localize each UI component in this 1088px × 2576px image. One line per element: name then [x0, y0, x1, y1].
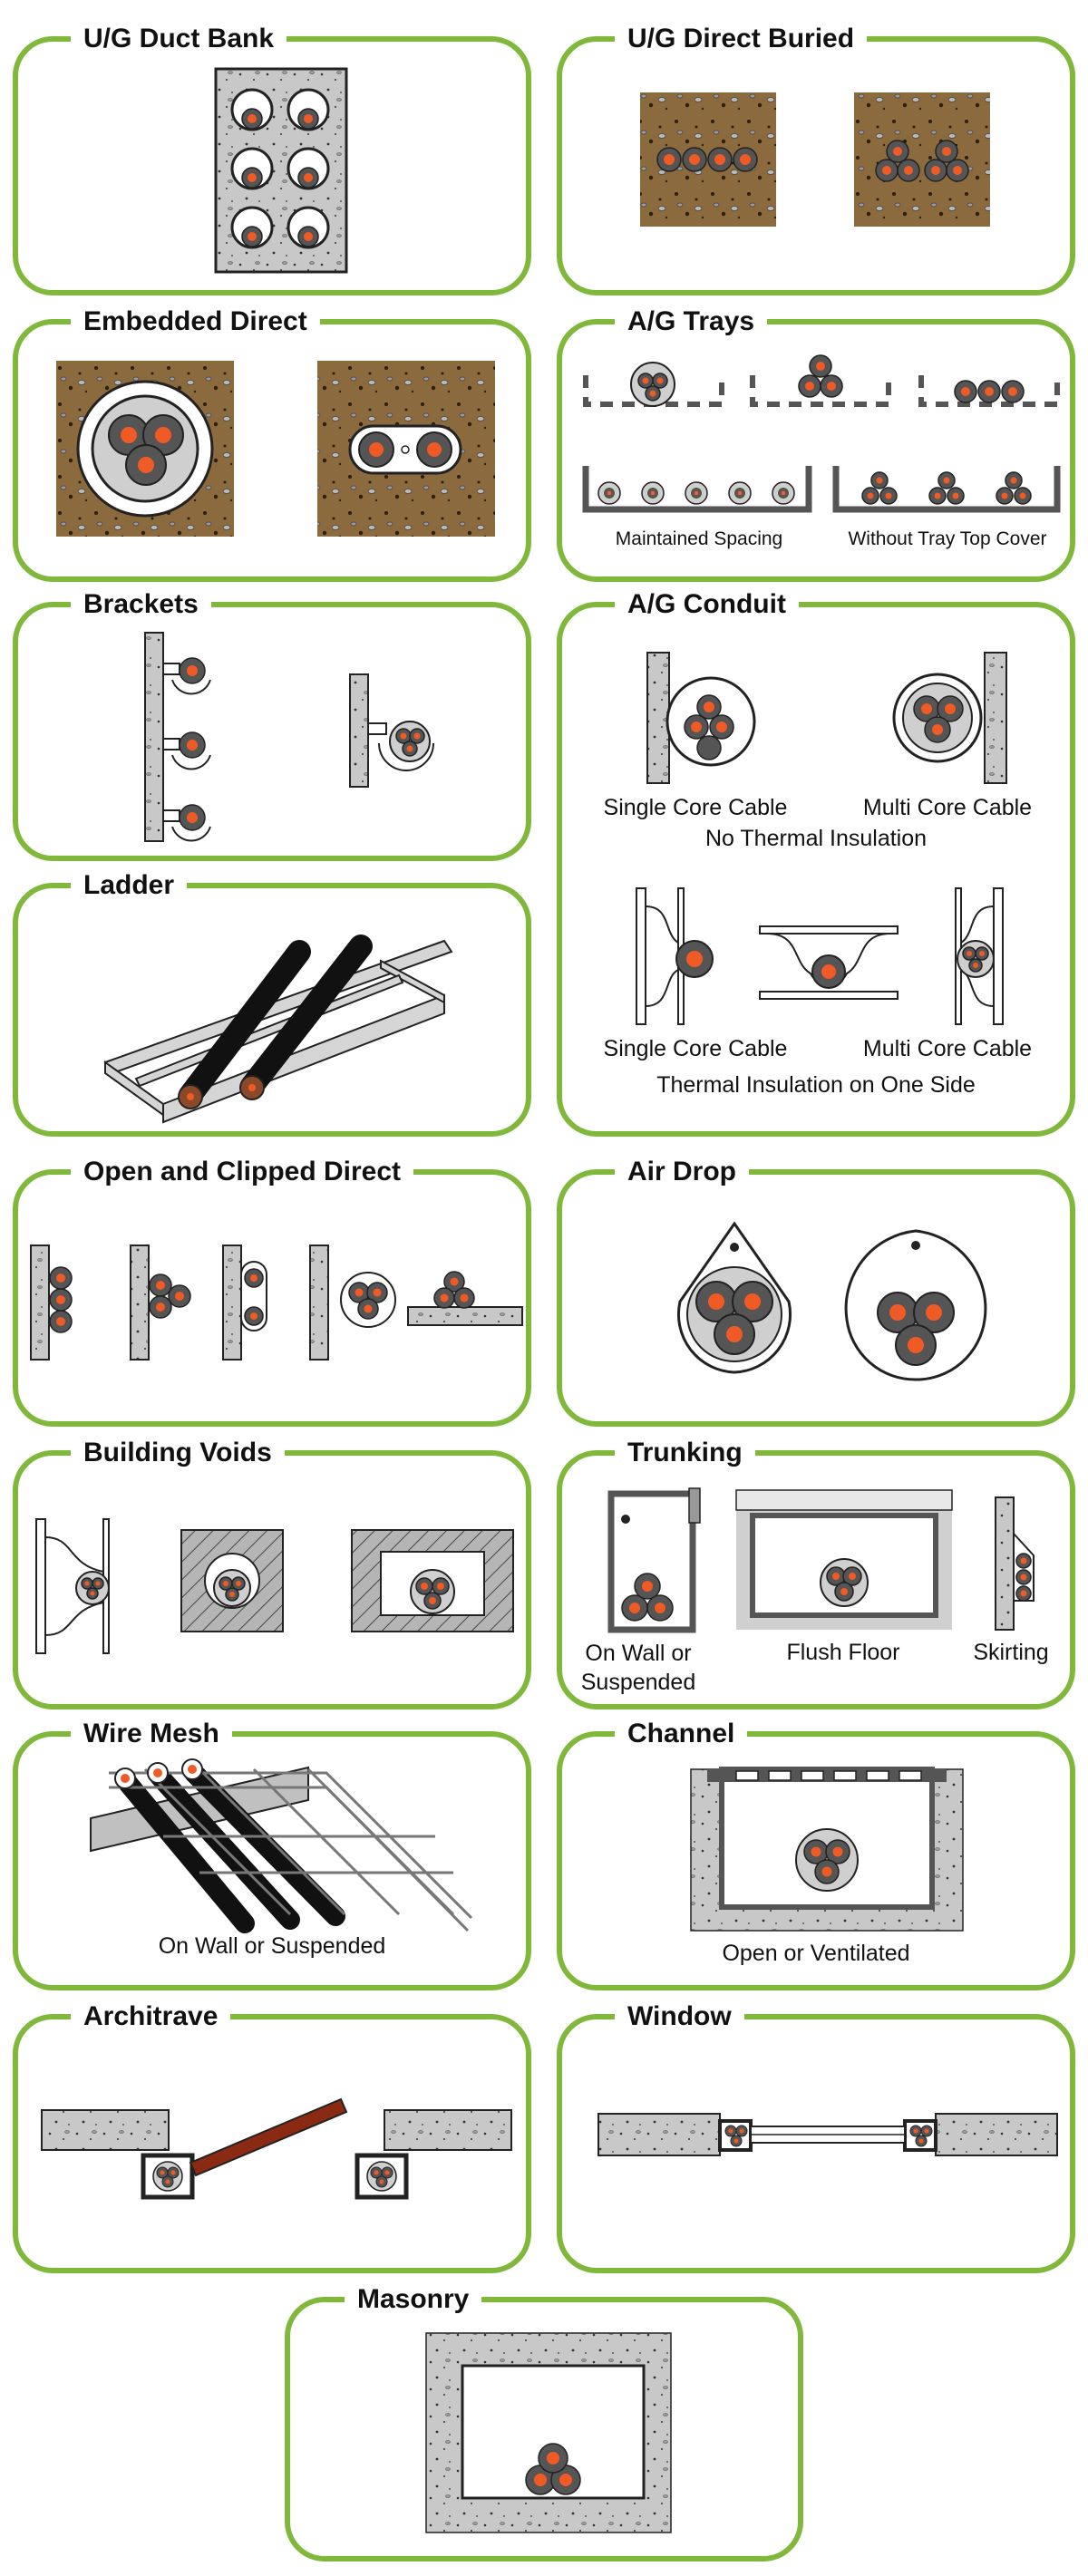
- label-without-tray-top-cover: Without Tray Top Cover: [848, 528, 1047, 549]
- label-multi-core-cable: Multi Core Cable: [862, 1036, 1033, 1061]
- embedded-direct-illustration: [56, 361, 495, 537]
- direct-buried-illustration: [640, 92, 990, 227]
- panel-ag-conduit: A/G Conduit Single Core Cable Multi Core…: [557, 588, 1075, 1137]
- label-on-wall-or-suspended: On Wall or Suspended: [158, 1933, 386, 1959]
- panel-title: U/G Duct Bank: [71, 23, 287, 55]
- panel-open-clipped-direct: Open and Clipped Direct: [13, 1156, 531, 1427]
- ag-trays-illustration: [582, 354, 1061, 513]
- trunking-illustration: [607, 1487, 1035, 1633]
- panel-ug-duct-bank: U/G Duct Bank: [13, 23, 531, 295]
- label-single-core-cable: Single Core Cable: [603, 1036, 788, 1061]
- panel-ag-trays: A/G Trays Maintained Spacin: [557, 305, 1075, 582]
- panel-title: Wire Mesh: [71, 1718, 232, 1750]
- panel-title: Masonry: [345, 2283, 482, 2316]
- panel-title: Channel: [615, 1718, 748, 1750]
- panel-masonry: Masonry: [285, 2283, 803, 2561]
- panel-title: Window: [615, 2000, 744, 2033]
- label-multi-core-cable: Multi Core Cable: [862, 795, 1033, 820]
- panel-wire-mesh: Wire Mesh On Wall or Suspended: [13, 1718, 531, 1990]
- panel-title: U/G Direct Buried: [615, 23, 868, 55]
- window-illustration: [597, 2113, 1058, 2156]
- panel-title: Building Voids: [71, 1437, 285, 1469]
- label-no-thermal-insulation: No Thermal Insulation: [704, 826, 928, 851]
- panel-channel: Channel Open or Ventilated: [557, 1718, 1075, 1990]
- duct-bank-illustration: [214, 67, 348, 274]
- label-on-wall-or-suspended: On Wall or Suspended: [580, 1641, 696, 1695]
- panel-brackets: Brackets: [13, 588, 531, 861]
- panel-title: Open and Clipped Direct: [71, 1156, 414, 1188]
- label-single-core-cable: Single Core Cable: [603, 795, 788, 820]
- panel-title: Embedded Direct: [71, 305, 320, 338]
- label-thermal-insulation-one-side: Thermal Insulation on One Side: [656, 1072, 976, 1098]
- masonry-illustration: [425, 2332, 672, 2533]
- panel-title: Brackets: [71, 588, 211, 621]
- label-open-or-ventilated: Open or Ventilated: [722, 1941, 910, 1966]
- panel-title: A/G Conduit: [615, 588, 799, 621]
- architrave-illustration: [41, 2097, 512, 2200]
- panel-building-voids: Building Voids: [13, 1437, 531, 1709]
- brackets-illustration: [144, 632, 434, 842]
- panel-embedded-direct: Embedded Direct: [13, 305, 531, 582]
- label-maintained-spacing: Maintained Spacing: [615, 528, 783, 549]
- panel-title: Ladder: [71, 869, 188, 902]
- panel-title: Trunking: [615, 1437, 755, 1469]
- panel-air-drop: Air Drop: [557, 1156, 1075, 1427]
- building-voids-illustration: [35, 1518, 514, 1654]
- ladder-illustration: [103, 935, 453, 1124]
- ag-conduit-illustration: [636, 652, 1007, 1025]
- panel-trunking: Trunking On Wall or Suspended Flush Floo…: [557, 1437, 1075, 1709]
- panel-ladder: Ladder: [13, 869, 531, 1137]
- panel-title: Architrave: [71, 2000, 231, 2033]
- panel-window: Window: [557, 2000, 1075, 2273]
- label-skirting: Skirting: [973, 1640, 1049, 1665]
- label-flush-floor: Flush Floor: [786, 1640, 900, 1665]
- open-clipped-illustration: [30, 1244, 523, 1361]
- panel-title: A/G Trays: [615, 305, 768, 338]
- air-drop-illustration: [676, 1221, 987, 1381]
- channel-illustration: [690, 1767, 964, 1932]
- wire-mesh-illustration: [90, 1758, 473, 1933]
- panel-title: Air Drop: [615, 1156, 749, 1188]
- panel-architrave: Architrave: [13, 2000, 531, 2273]
- panel-ug-direct-buried: U/G Direct Buried: [557, 23, 1075, 295]
